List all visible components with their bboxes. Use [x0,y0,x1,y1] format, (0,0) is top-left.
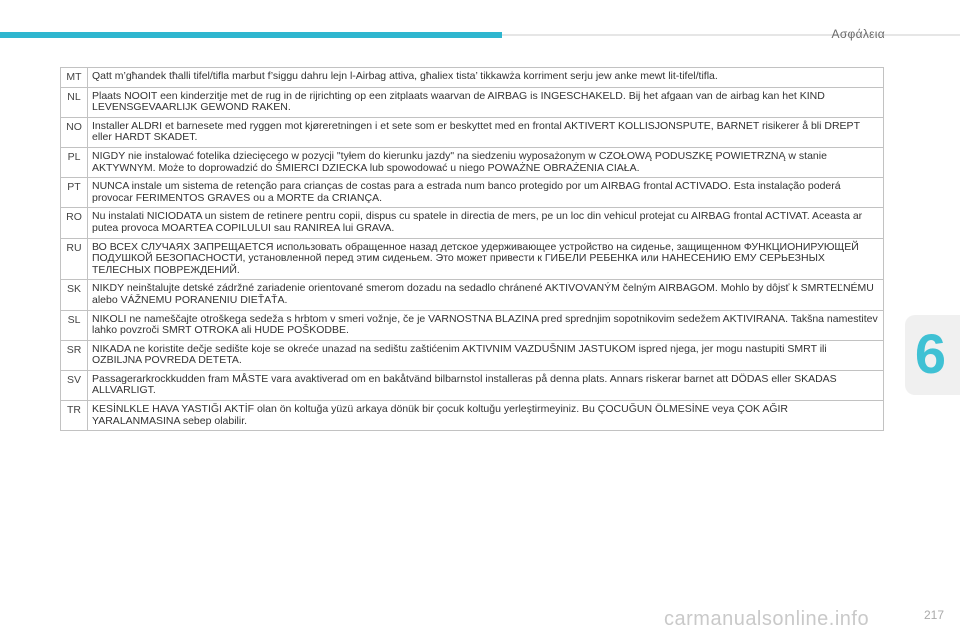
language-code: TR [60,400,88,432]
warning-text: NIKADA ne koristite dečje sedište koje s… [87,339,884,371]
header-accent-bar [0,32,502,38]
warning-text: ВО ВСЕХ СЛУЧАЯХ ЗАПРЕЩАЕТСЯ использовать… [87,237,884,281]
warning-text: NIKOLI ne nameščajte otroškega sedeža s … [87,309,884,341]
table-row: RO Nu instalati NICIODATA un sistem de r… [60,207,884,239]
section-title: Ασφάλεια [831,27,885,41]
language-code: NL [60,86,88,118]
page-number: 217 [923,608,944,622]
watermark: carmanualsonline.info [664,608,870,630]
table-row: PL NIGDY nie instalować fotelika dziecię… [60,146,884,179]
chapter-tab [905,315,960,395]
language-code: MT [60,67,88,88]
language-code: SL [60,309,88,341]
language-code: PT [60,177,88,209]
table-row: NO Installer ALDRI et barnesete med rygg… [60,116,884,148]
table-row: MT Qatt m’għandek tħalli tifel/tifla mar… [60,67,884,88]
language-code: RU [60,237,88,281]
header-divider [502,34,960,36]
table-row: RU ВО ВСЕХ СЛУЧАЯХ ЗАПРЕЩАЕТСЯ использов… [60,237,884,281]
language-code: RO [60,207,88,239]
warning-text: KESİNLKLE HAVA YASTIĞI AKTİF olan ön kol… [87,400,884,432]
language-code: NO [60,116,88,148]
table-row: PT NUNCA instale um sistema de retenção … [60,177,884,209]
language-code: SK [60,279,88,311]
table-row: SR NIKADA ne koristite dečje sedište koj… [60,339,884,371]
table-row: NL Plaats NOOIT een kinderzitje met de r… [60,86,884,118]
warning-text: Nu instalati NICIODATA un sistem de reti… [87,207,884,239]
language-code: PL [60,146,88,179]
warning-text: Installer ALDRI et barnesete med ryggen … [87,116,884,148]
language-code: SV [60,369,88,402]
chapter-number: 6 [914,322,946,385]
airbag-warning-table: MT Qatt m’għandek tħalli tifel/tifla mar… [60,67,884,432]
warning-text: NUNCA instale um sistema de retenção par… [87,177,884,209]
table-row: SV Passagerarkrockkudden fram MÅSTE vara… [60,369,884,402]
table-row: SL NIKOLI ne nameščajte otroškega sedeža… [60,309,884,341]
warning-text: Qatt m’għandek tħalli tifel/tifla marbut… [87,67,884,88]
table-row: TR KESİNLKLE HAVA YASTIĞI AKTİF olan ön … [60,400,884,432]
warning-text: NIKDY neinštalujte detské zádržné zariad… [87,279,884,311]
language-code: SR [60,339,88,371]
warning-text: NIGDY nie instalować fotelika dziecięceg… [87,146,884,179]
warning-text: Passagerarkrockkudden fram MÅSTE vara av… [87,369,884,402]
table-row: SK NIKDY neinštalujte detské zádržné zar… [60,279,884,311]
warning-text: Plaats NOOIT een kinderzitje met de rug … [87,86,884,118]
